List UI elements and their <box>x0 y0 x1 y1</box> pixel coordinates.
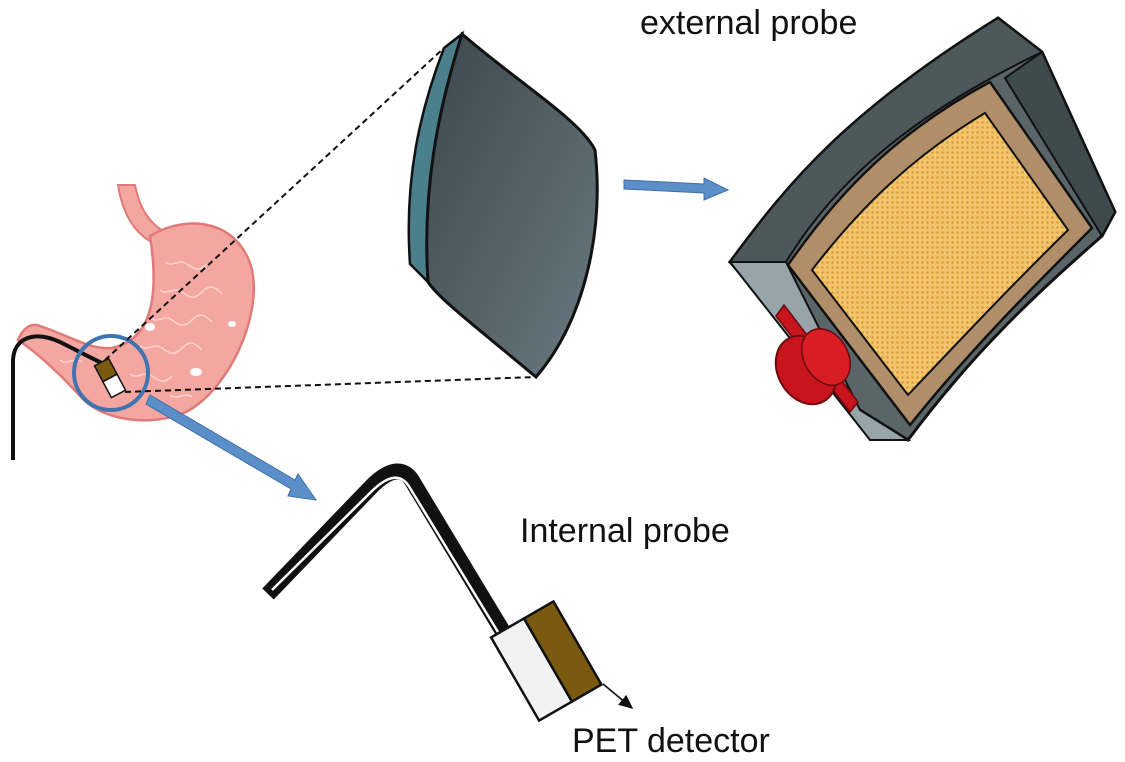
stomach-illustration <box>11 184 255 460</box>
stomach-spot <box>145 323 155 331</box>
internal-probe-illustration <box>262 463 634 723</box>
projection-lines <box>104 47 537 393</box>
detector-grid <box>810 111 1070 397</box>
probe-side-face <box>1003 50 1117 238</box>
projection-line-bottom <box>124 376 537 393</box>
projection-line-top <box>104 47 445 361</box>
internal-probe-label: Internal probe <box>520 512 730 550</box>
probe-cable-inner <box>271 476 500 633</box>
external-probe-label: external probe <box>640 4 858 42</box>
stomach-spot <box>190 368 202 376</box>
pet-detector-icon <box>489 599 604 723</box>
highlight-circle <box>72 334 150 412</box>
red-connector <box>774 303 859 414</box>
pet-pointer-arrow <box>602 683 634 710</box>
stomach-spot <box>228 321 236 327</box>
panel-face <box>425 31 599 380</box>
arrow-to-external <box>623 177 730 201</box>
external-probe-illustration <box>727 16 1117 443</box>
pet-detector-label: PET detector <box>572 722 770 760</box>
arrow-to-internal <box>145 394 318 501</box>
curved-detector-panel <box>407 30 599 380</box>
small-detector-icon <box>93 357 127 399</box>
probe-cable-outer <box>262 463 509 635</box>
stomach-folds <box>59 261 223 398</box>
scope-cable <box>11 334 105 460</box>
